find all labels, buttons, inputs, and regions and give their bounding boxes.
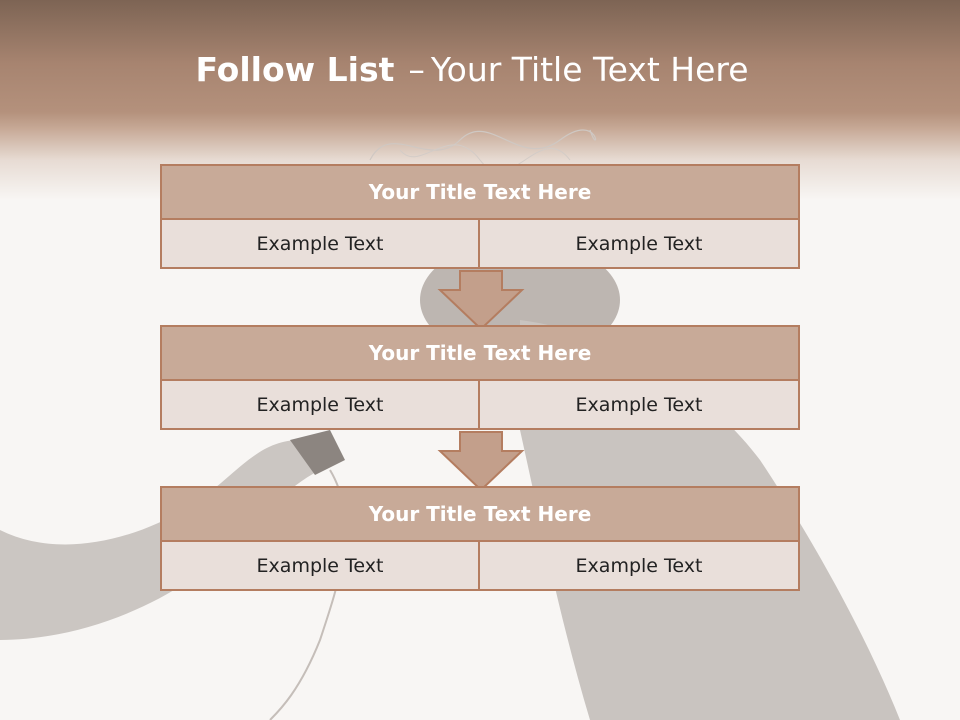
- step-title: Your Title Text Here: [160, 164, 800, 220]
- step-title: Your Title Text Here: [160, 486, 800, 542]
- step-cell-left: Example Text: [160, 542, 480, 591]
- down-arrow-icon: [437, 431, 525, 492]
- slide-title-bold: Follow List: [195, 50, 395, 89]
- step-cell-left: Example Text: [160, 381, 480, 430]
- step-cell-right: Example Text: [480, 381, 800, 430]
- step-row: Example Text Example Text: [160, 220, 800, 269]
- step-block-1: Your Title Text Here Example Text Exampl…: [160, 164, 800, 269]
- down-arrow-icon: [437, 270, 525, 331]
- step-cell-right: Example Text: [480, 220, 800, 269]
- step-cell-right: Example Text: [480, 542, 800, 591]
- step-block-2: Your Title Text Here Example Text Exampl…: [160, 325, 800, 430]
- slide-title-rest: Your Title Text Here: [430, 50, 749, 89]
- step-row: Example Text Example Text: [160, 542, 800, 591]
- slide-title: Follow List–Your Title Text Here: [0, 50, 944, 89]
- step-cell-left: Example Text: [160, 220, 480, 269]
- step-row: Example Text Example Text: [160, 381, 800, 430]
- step-title: Your Title Text Here: [160, 325, 800, 381]
- slide-title-dash: –: [408, 50, 425, 89]
- step-block-3: Your Title Text Here Example Text Exampl…: [160, 486, 800, 591]
